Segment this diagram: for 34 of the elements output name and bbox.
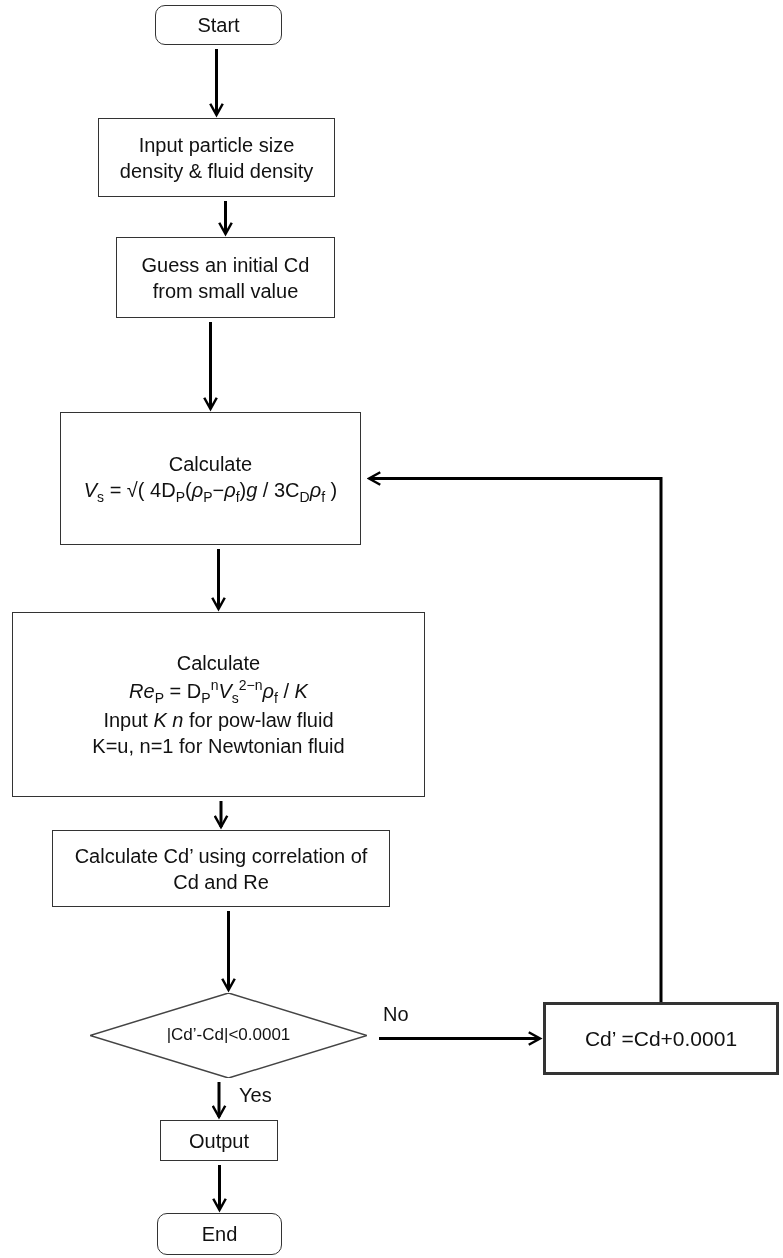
process-box <box>160 1120 278 1161</box>
step-detail: Re$_{P}$ = D$_{P}$$^{n}$V$_{s}$$^{2−n}$ρ$_{f}$ / K <box>129 676 308 707</box>
decision-diamond <box>90 993 367 1078</box>
process-box <box>543 1002 779 1075</box>
terminal-box <box>157 1213 282 1255</box>
step-detail: Input K n for pow-law fluid <box>103 707 334 733</box>
step-text: Cd’ =Cd+0.0001 <box>584 1025 738 1052</box>
arrow <box>367 471 663 1002</box>
step-text: |Cd’-Cd|<0.0001 <box>166 1024 291 1047</box>
terminal-box <box>155 5 282 45</box>
arrow <box>212 1165 227 1212</box>
arrow <box>379 1031 542 1046</box>
step-text: Guess an initial Cd from small value <box>140 252 311 304</box>
step-text: Calculate <box>168 451 253 477</box>
step-text: Start <box>197 13 240 38</box>
arrow <box>218 201 233 236</box>
step-text: Input particle size density & fluid density <box>118 132 315 184</box>
arrow <box>221 911 236 992</box>
process-box <box>60 412 361 545</box>
step-text: Calculate Cd’ using correlation of Cd and Re <box>73 843 369 895</box>
process-box <box>12 612 425 797</box>
arrow <box>209 49 224 117</box>
step-detail: K=u, n=1 for Newtonian fluid <box>92 733 345 759</box>
step-text: Calculate <box>176 651 261 677</box>
process-box <box>116 237 335 318</box>
step-detail: V$_{s}$ = √( 4D$_{P}$(ρ$_{P}$−ρ$_{f}$)g / 3C$_{D}$ρ$_{f}$ ) <box>83 477 338 507</box>
step-text: End <box>201 1222 238 1247</box>
process-box <box>52 830 390 907</box>
process-box <box>98 118 335 197</box>
step-text: Output <box>188 1128 249 1154</box>
arrow <box>203 322 218 411</box>
arrow <box>213 801 229 829</box>
arrow <box>211 1082 227 1119</box>
arrow <box>211 549 226 611</box>
